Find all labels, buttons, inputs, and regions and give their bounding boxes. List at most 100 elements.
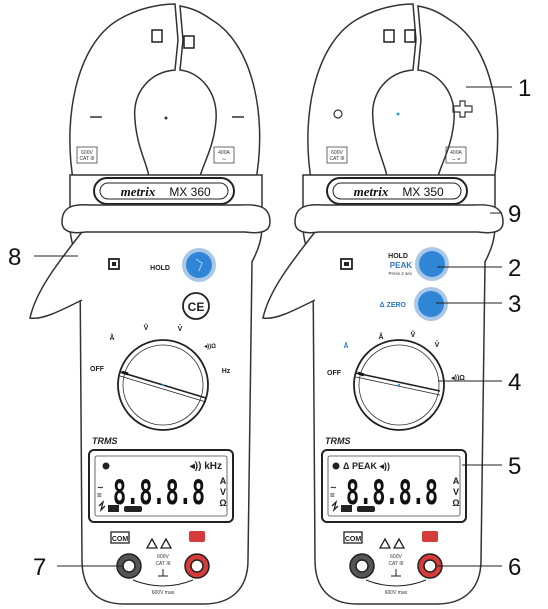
right-dial-pointer	[355, 372, 441, 392]
left-jaw-right	[179, 5, 261, 186]
right-dial-label-a-ac: Ã	[378, 332, 383, 341]
right-brand-label: metrix	[354, 184, 389, 199]
left-dial-pointer-edge	[119, 375, 207, 403]
right-finger-guard	[294, 204, 504, 234]
right-jaw-amp-rating: 400A	[450, 150, 462, 156]
left-lcd-unit-v: V	[220, 487, 226, 497]
right-warning-icon	[378, 537, 392, 549]
right-dial-label-ohm: ◂))Ω	[450, 375, 465, 382]
callout-3: 3	[508, 291, 521, 318]
left-input-terminal-hole	[190, 559, 204, 573]
right-terminal-max: 600V max	[385, 590, 408, 596]
right-lcd-battery-icon	[341, 505, 352, 512]
left-finger-guard	[61, 204, 271, 234]
right-model-label: MX 350	[402, 185, 444, 199]
left-lcd-dc-icon: =	[97, 491, 102, 500]
left-model-label: MX 360	[169, 185, 211, 199]
left-lcd-screen	[94, 455, 228, 517]
right-dial-label-v-ac: Ṽ	[411, 330, 416, 339]
right-jaw-marker-icon	[404, 29, 416, 43]
callout-2: 2	[508, 255, 521, 282]
left-terminal-arc	[132, 579, 194, 587]
callout-7: 7	[33, 554, 46, 581]
left-lcd-ac-dc-icon: ∼	[97, 483, 104, 492]
right-jaw-rating-v: 600V	[331, 150, 343, 156]
left-meter: 600V CAT III 400A ∼ metrix MX 360 HOLD C…	[29, 3, 271, 605]
left-jaw-marker-icon	[183, 35, 195, 49]
right-dial-pointer-edge	[355, 376, 441, 396]
left-center-dot	[164, 116, 168, 120]
left-jaw-marker-icon	[151, 29, 163, 43]
left-rotary-dial-inner	[122, 344, 204, 426]
left-dial-label-v-ac: Ṽ	[144, 323, 149, 332]
right-jaw-amp-box	[445, 146, 467, 164]
right-jaw-rating-box	[326, 146, 348, 164]
left-red-terminal-label	[189, 531, 205, 542]
right-jaw-plus-icon	[452, 100, 473, 118]
left-terminal-max: 600V max	[152, 590, 175, 596]
callout-9: 9	[508, 201, 521, 228]
left-lcd-battery-icon	[108, 505, 119, 512]
left-hold-button[interactable]	[186, 252, 212, 278]
left-jaw-amp-rating: 400A	[218, 150, 230, 156]
callouts: 1 2 3 4 5 6 7 8 9	[8, 75, 531, 581]
right-lcd-unit-a: A	[453, 476, 460, 486]
right-jaw-ac-dc-symbol: ∼ =	[452, 157, 461, 163]
left-jaw-trigger[interactable]	[29, 231, 83, 320]
callout-4: 4	[508, 369, 521, 396]
right-dial-label-off: OFF	[327, 370, 342, 377]
right-hold-peak-button[interactable]	[419, 251, 445, 277]
right-jaw-rating-cat: CAT III	[329, 156, 344, 162]
right-warning-icon	[392, 537, 406, 549]
right-backlight-icon	[344, 262, 349, 266]
right-lcd-auto-icon	[332, 462, 340, 470]
left-ce-badge	[182, 292, 210, 320]
left-trms-label: TRMS	[92, 436, 118, 446]
left-nameplate-inner	[99, 182, 229, 200]
left-dial-label-off: OFF	[90, 366, 105, 373]
left-lcd-unit-a: A	[220, 476, 227, 486]
right-com-label-box	[343, 531, 363, 544]
right-jaw-marker-icon	[383, 29, 395, 43]
right-terminal-arc	[365, 579, 427, 587]
left-lcd-bargraph	[124, 506, 142, 512]
right-lcd-unit-ohm: Ω	[452, 498, 459, 508]
left-jaw-left	[69, 3, 179, 186]
right-jaw-left	[307, 3, 417, 186]
right-input-terminal-hole	[423, 559, 437, 573]
left-com-label: COM	[112, 536, 129, 543]
left-jaw-rating-v: 600V	[81, 150, 93, 156]
right-lcd-unit-v: V	[453, 487, 459, 497]
right-red-terminal-label	[422, 531, 438, 542]
right-center-dot	[396, 112, 400, 116]
right-peak-label: PEAK	[390, 261, 412, 270]
right-dial-label-a-dc: Ā	[343, 342, 348, 350]
right-jaw-trigger[interactable]	[262, 231, 316, 320]
right-nameplate-inner	[332, 182, 462, 200]
right-zero-button[interactable]	[418, 291, 444, 317]
left-dial-pointer-tip	[121, 370, 129, 376]
right-com-label: COM	[345, 536, 362, 543]
callout-1: 1	[518, 75, 531, 102]
callout-5: 5	[508, 453, 521, 480]
right-lcd-hv-icon	[331, 499, 339, 513]
left-terminal-rating-v: 600V	[157, 554, 169, 560]
right-lcd-bargraph	[357, 506, 375, 512]
right-meter: 600V CAT III 400A ∼ = metrix MX 350 HOLD…	[262, 3, 504, 605]
left-hold-label: HOLD	[150, 265, 170, 272]
right-terminal-rating-v: 600V	[390, 554, 402, 560]
left-warning-icon	[159, 537, 173, 549]
right-dial-center	[397, 383, 401, 387]
left-com-label-box	[110, 531, 130, 544]
right-trms-label: TRMS	[325, 436, 351, 446]
right-jaw-right	[417, 5, 499, 186]
right-lcd-top-indicators: Δ PEAK ◂))	[343, 461, 390, 471]
left-dial-center	[161, 383, 165, 387]
left-terminal-rating-cat: CAT III	[155, 561, 170, 567]
right-rotary-dial-inner	[358, 344, 440, 426]
left-dial-label-ohm: ◂))Ω	[203, 344, 216, 350]
left-jaw-rating-box	[76, 146, 98, 164]
right-zero-label: Δ ZERO	[380, 302, 407, 309]
